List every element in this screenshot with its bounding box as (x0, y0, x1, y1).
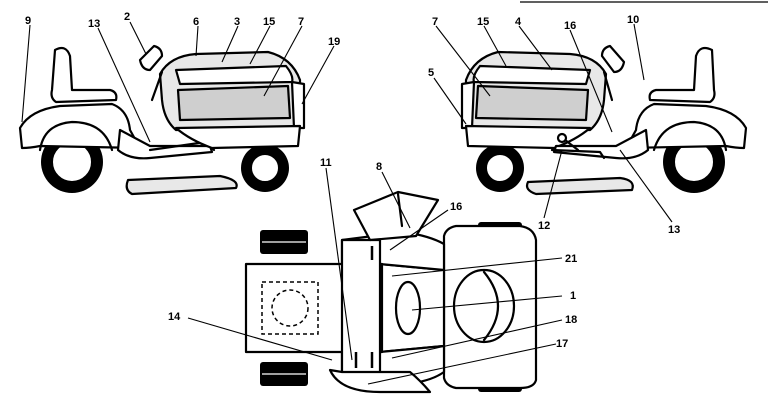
callout-7-left: 7 (298, 16, 304, 28)
callout-12: 12 (538, 220, 550, 232)
callout-2: 2 (124, 11, 130, 23)
tractor-right-side-view (460, 44, 748, 196)
callout-16-top: 16 (450, 201, 462, 213)
steering-wheel-right (600, 44, 626, 74)
callout-16-right: 16 (564, 20, 576, 32)
seat-left (50, 46, 118, 104)
hood-top-right (472, 64, 592, 86)
callout-7-right: 7 (432, 16, 438, 28)
leader-lines (21, 21, 673, 385)
discharge-chute (352, 190, 440, 242)
callout-13-left: 13 (88, 18, 100, 30)
callout-10: 10 (627, 14, 639, 26)
fender-arch-right (652, 120, 728, 152)
grille-left (290, 80, 306, 130)
callout-labels: 9 13 2 6 3 15 7 19 7 15 4 16 10 5 12 13 … (25, 11, 680, 350)
fender-arch-left (38, 120, 114, 152)
mower-deck-left (125, 174, 238, 196)
tractor-left-side-view (18, 44, 306, 196)
engine-oval-inner (482, 270, 500, 342)
callout-11: 11 (320, 157, 332, 169)
callout-21: 21 (565, 253, 577, 265)
callout-15-left: 15 (263, 16, 275, 28)
callout-1: 1 (570, 290, 576, 302)
front-hub-right (485, 153, 515, 183)
hood-side-left (176, 84, 292, 122)
callout-15-right: 15 (477, 16, 489, 28)
chassis-left (174, 124, 302, 150)
chute-fold (396, 192, 404, 228)
steering-wheel-left (138, 44, 164, 72)
hood-side-right (474, 84, 590, 122)
callout-5: 5 (428, 67, 434, 79)
mower-deck-right (525, 176, 634, 196)
callout-6: 6 (193, 16, 199, 28)
front-hub-left (250, 153, 280, 183)
lever-knob-right (556, 132, 568, 144)
seat-right (648, 46, 716, 104)
frame-left (116, 128, 214, 160)
callout-17: 17 (556, 338, 568, 350)
callout-19: 19 (328, 36, 340, 48)
steering-top (394, 280, 422, 336)
grille-right (460, 80, 476, 130)
pedal-right (550, 148, 606, 160)
rear-fender-right (624, 102, 748, 150)
engine-oval-outer (452, 268, 516, 344)
seat-dashed-outline (261, 281, 319, 335)
callout-9: 9 (25, 15, 31, 27)
callout-13-right: 13 (668, 224, 680, 236)
steering-column-left (150, 70, 164, 102)
callout-14: 14 (168, 311, 181, 323)
callout-4: 4 (515, 16, 522, 28)
frame-strip-top (340, 238, 382, 380)
rear-fender-left (18, 102, 142, 150)
tractor-top-view (244, 190, 538, 394)
steering-column-right (602, 70, 614, 102)
callout-18-upper: 18 (565, 314, 577, 326)
seat-dashed-circle (271, 289, 309, 327)
callout-8: 8 (376, 161, 382, 173)
callout-3: 3 (234, 16, 240, 28)
